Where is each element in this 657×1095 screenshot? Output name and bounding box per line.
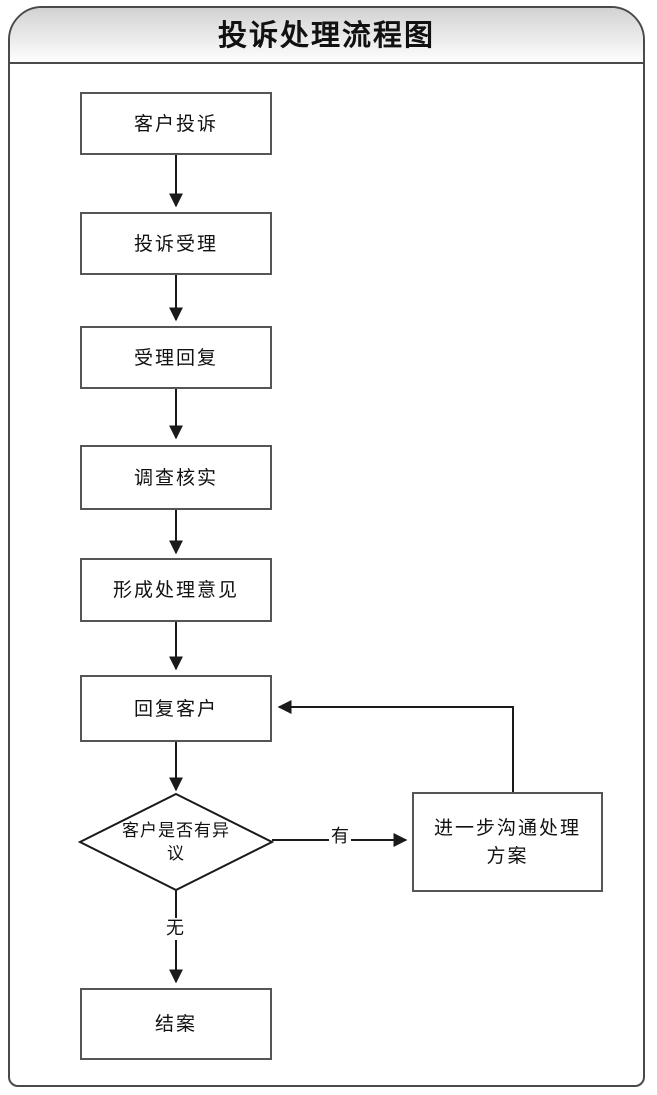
node-customer-complaint[interactable]: 客户投诉 [80, 92, 272, 155]
node-label: 调查核实 [133, 466, 218, 489]
diagram-header-bar: 投诉处理流程图 [10, 8, 643, 64]
decision-label: 客户是否有异 议 [78, 792, 274, 892]
node-acceptance-reply[interactable]: 受理回复 [80, 326, 272, 389]
node-further-communication-plan[interactable]: 进一步沟通处理 方案 [412, 792, 603, 892]
node-label-wrapper: 进一步沟通处理 方案 [434, 814, 581, 870]
node-form-handling-opinion[interactable]: 形成处理意见 [80, 558, 272, 622]
node-label: 投诉受理 [133, 232, 218, 255]
node-label: 结案 [154, 1013, 197, 1035]
edge-label-yes: 有 [329, 826, 351, 848]
node-label-line2: 方案 [486, 845, 529, 867]
node-investigate-verify[interactable]: 调查核实 [80, 445, 272, 510]
node-decision-customer-objection[interactable]: 客户是否有异 议 [78, 792, 274, 892]
node-label: 形成处理意见 [112, 579, 239, 601]
diagram-frame: 投诉处理流程图 [8, 6, 645, 1087]
node-label: 受理回复 [133, 346, 218, 369]
edge-label-no: 无 [164, 918, 186, 940]
node-label: 回复客户 [133, 697, 218, 720]
decision-label-line1: 客户是否有异 [122, 821, 230, 841]
decision-label-line2: 议 [167, 844, 185, 864]
node-label-line1: 进一步沟通处理 [433, 817, 581, 839]
node-label: 客户投诉 [133, 112, 218, 135]
edge-n7-n6-feedback [277, 700, 514, 792]
page-title: 投诉处理流程图 [217, 18, 435, 52]
node-reply-to-customer[interactable]: 回复客户 [80, 675, 272, 742]
diamond-shape [78, 792, 274, 892]
node-complaint-acceptance[interactable]: 投诉受理 [80, 212, 272, 275]
node-case-closed[interactable]: 结案 [80, 988, 272, 1060]
